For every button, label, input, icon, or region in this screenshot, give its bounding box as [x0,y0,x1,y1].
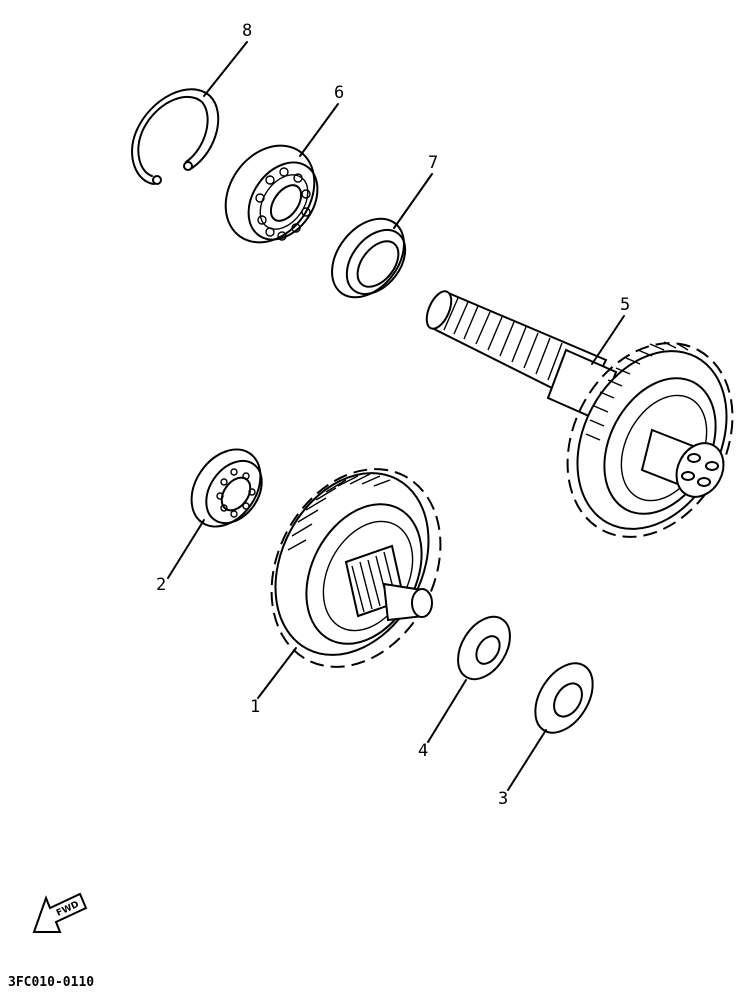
part-1-primary-gear[interactable] [238,440,473,697]
callout-2: 2 [156,519,205,595]
callout-4: 4 [418,679,467,761]
callout-5: 5 [591,295,630,365]
callout-1: 1 [250,647,297,717]
callout-2-number: 2 [156,575,166,595]
part-5-secondary-shaft[interactable] [422,288,754,566]
callout-6-number: 6 [334,83,344,103]
part-3-washer[interactable] [524,653,605,743]
callout-1-number: 1 [250,697,260,717]
callout-8: 8 [203,21,252,97]
fwd-arrow-icon: FWD [32,892,88,933]
callout-3-number: 3 [498,789,508,809]
part-4-washer[interactable] [447,608,520,689]
callout-6: 6 [299,83,344,157]
diagram-code: 3FC010-0110 [8,975,94,990]
callout-8-number: 8 [242,21,252,41]
part-6-bearing[interactable] [207,128,332,259]
callout-7-number: 7 [428,153,438,173]
part-7-oil-seal[interactable] [317,205,418,311]
part-8-circlip[interactable] [131,88,220,185]
callout-4-number: 4 [418,741,428,761]
callout-3: 3 [498,729,547,809]
part-2-bearing[interactable] [177,436,274,539]
callout-7: 7 [393,153,438,229]
callout-5-number: 5 [620,295,630,315]
